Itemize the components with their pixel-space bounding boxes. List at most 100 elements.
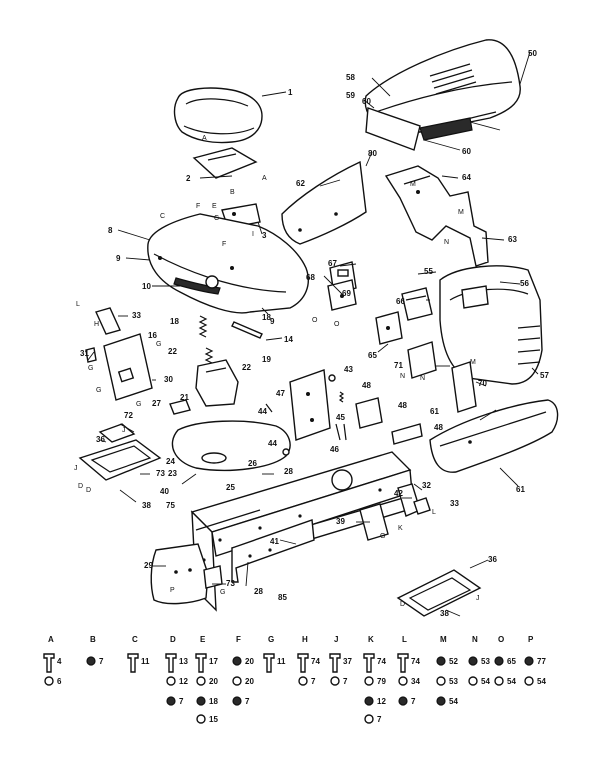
ref-letter-m: M xyxy=(458,209,464,216)
callout-50: 50 xyxy=(528,49,537,58)
ref-letter-g: G xyxy=(156,341,161,348)
ref-letter-o: O xyxy=(334,321,340,328)
bracket-65 xyxy=(375,311,403,345)
legend-column-b: B7 xyxy=(86,635,104,666)
legend-letter: K xyxy=(368,635,374,644)
nut-icon xyxy=(166,676,176,686)
callout-33: 33 xyxy=(132,311,141,320)
callout-14: 14 xyxy=(284,335,293,344)
nut-icon xyxy=(398,696,408,706)
ref-letter-f: F xyxy=(222,241,226,248)
legend-part-number: 15 xyxy=(209,715,218,724)
callout-56: 56 xyxy=(520,279,529,288)
nut-icon xyxy=(166,696,176,706)
callout-30: 30 xyxy=(164,375,173,384)
legend-part-number: 74 xyxy=(377,657,386,666)
callout-39: 39 xyxy=(336,517,345,526)
callout-80: 80 xyxy=(368,149,377,158)
ref-letter-i: I xyxy=(252,231,254,238)
legend-part-number: 54 xyxy=(449,697,458,706)
bolt-icon xyxy=(195,653,207,673)
ref-letter-l: L xyxy=(76,301,80,308)
bracket-70 xyxy=(451,361,477,413)
callout-38: 38 xyxy=(440,609,449,618)
legend-part-number: 77 xyxy=(537,657,546,666)
bolt-icon xyxy=(165,653,177,673)
callout-61: 61 xyxy=(516,485,525,494)
legend-part-number: 7 xyxy=(99,657,104,666)
nut-icon xyxy=(468,676,478,686)
rear-apron-29 xyxy=(150,543,209,605)
legend-letter: P xyxy=(528,635,534,644)
legend-part-number: 54 xyxy=(481,677,490,686)
small-hardware-center xyxy=(265,374,347,456)
bolt-icon xyxy=(43,653,55,673)
callout-71: 71 xyxy=(394,361,403,370)
callout-42: 42 xyxy=(394,489,403,498)
bolt-icon xyxy=(397,653,409,673)
ref-letter-p: P xyxy=(170,587,175,594)
nut-icon xyxy=(364,676,374,686)
nut-icon xyxy=(364,696,374,706)
bracket-33-left xyxy=(95,307,121,335)
callout-3: 3 xyxy=(262,231,267,240)
legend-part-number: 53 xyxy=(481,657,490,666)
legend-part-number: 7 xyxy=(343,677,348,686)
legend-part-number: 12 xyxy=(179,677,188,686)
callout-36: 36 xyxy=(96,435,105,444)
nut-icon xyxy=(196,714,206,724)
legend-letter: O xyxy=(498,635,504,644)
callout-10: 10 xyxy=(142,282,151,291)
callout-27: 27 xyxy=(152,399,161,408)
ref-letter-g: G xyxy=(96,387,101,394)
callout-19: 19 xyxy=(262,355,271,364)
legend-column-c: C11 xyxy=(127,635,150,673)
nut-icon xyxy=(330,676,340,686)
nut-icon xyxy=(524,676,534,686)
callout-44: 44 xyxy=(258,407,267,416)
ref-letter-j: J xyxy=(476,595,480,602)
legend-column-p: P 77 54 xyxy=(524,635,546,686)
callout-16: 16 xyxy=(148,331,157,340)
ref-letter-d: D xyxy=(78,483,83,490)
ref-letter-c: C xyxy=(214,215,219,222)
legend-part-number: 17 xyxy=(209,657,218,666)
bracket-21 xyxy=(195,359,239,407)
bolt-icon xyxy=(363,653,375,673)
nut-icon xyxy=(298,676,308,686)
legend-letter: M xyxy=(440,635,447,644)
legend-part-number: 54 xyxy=(537,677,546,686)
ref-letter-b: B xyxy=(230,189,235,196)
callout-8: 8 xyxy=(108,226,113,235)
bolt-icon xyxy=(263,653,275,673)
spring-18 xyxy=(198,315,214,364)
callout-22: 22 xyxy=(242,363,251,372)
footrest-right xyxy=(396,569,482,617)
ref-letter-o: O xyxy=(312,317,318,324)
bracket-48 xyxy=(355,397,423,445)
panel-30 xyxy=(103,333,153,401)
legend-part-number: 7 xyxy=(311,677,316,686)
ref-letter-l: L xyxy=(432,509,436,516)
callout-28: 28 xyxy=(284,467,293,476)
callout-36: 36 xyxy=(488,555,497,564)
callout-57: 57 xyxy=(540,371,549,380)
legend-part-number: 74 xyxy=(311,657,320,666)
callout-43: 43 xyxy=(344,365,353,374)
legend-letter: A xyxy=(48,635,54,644)
ref-letter-f: F xyxy=(196,203,200,210)
callout-47: 47 xyxy=(276,389,285,398)
clip-31 xyxy=(85,347,97,363)
legend-part-number: 20 xyxy=(245,657,254,666)
legend-letter: L xyxy=(402,635,407,644)
callout-9: 9 xyxy=(116,254,121,263)
fender-pan xyxy=(147,213,309,314)
